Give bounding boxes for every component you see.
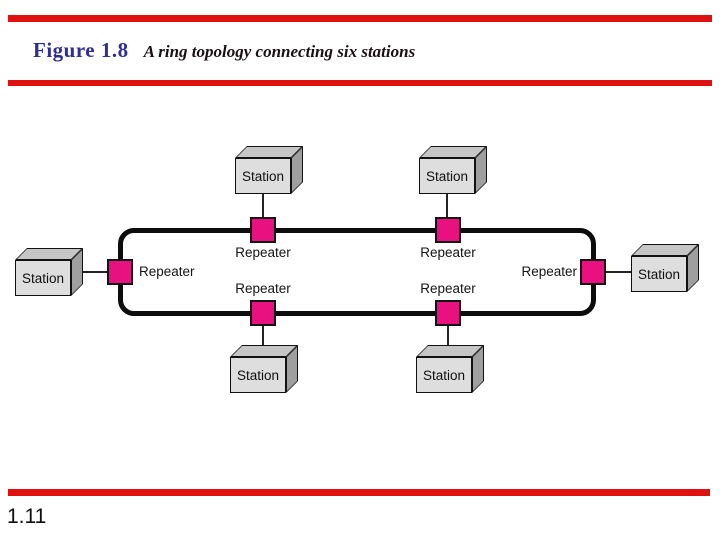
top-rule bbox=[8, 15, 712, 22]
link-left bbox=[82, 271, 108, 273]
slide-title: Figure 1.8 A ring topology connecting si… bbox=[33, 38, 415, 63]
link-top-right bbox=[446, 193, 448, 218]
repeater-node-bottom-right bbox=[435, 300, 461, 326]
link-bottom-left bbox=[262, 325, 264, 352]
station-box-bottom-right: Station bbox=[416, 345, 484, 393]
repeater-node-left bbox=[107, 259, 133, 285]
footer-rule bbox=[8, 489, 710, 496]
station-box-left: Station bbox=[15, 248, 83, 296]
repeater-node-right bbox=[580, 259, 606, 285]
link-right bbox=[605, 271, 632, 273]
station-label: Station bbox=[15, 260, 71, 296]
station-label: Station bbox=[235, 158, 291, 194]
figure-label: Figure 1.8 bbox=[33, 38, 129, 62]
station-label: Station bbox=[230, 357, 286, 393]
repeater-node-top-left bbox=[250, 217, 276, 243]
repeater-label: Repeater bbox=[235, 281, 291, 296]
repeater-node-bottom-left bbox=[250, 300, 276, 326]
station-box-right: Station bbox=[631, 244, 699, 292]
station-label: Station bbox=[419, 158, 475, 194]
station-label: Station bbox=[631, 256, 687, 292]
repeater-label: Repeater bbox=[420, 281, 476, 296]
repeater-label: Repeater bbox=[420, 245, 476, 260]
repeater-node-top-right bbox=[435, 217, 461, 243]
figure-caption: A ring topology connecting six stations bbox=[143, 42, 416, 61]
station-box-bottom-left: Station bbox=[230, 345, 298, 393]
station-label: Station bbox=[416, 357, 472, 393]
link-top-left bbox=[262, 193, 264, 218]
repeater-label: Repeater bbox=[521, 264, 577, 279]
repeater-label: Repeater bbox=[235, 245, 291, 260]
link-bottom-right bbox=[447, 325, 449, 352]
repeater-label: Repeater bbox=[139, 264, 195, 279]
station-box-top-right: Station bbox=[419, 146, 487, 194]
page-number: 1.11 bbox=[7, 505, 47, 528]
station-box-top-left: Station bbox=[235, 146, 303, 194]
title-rule bbox=[8, 80, 712, 86]
